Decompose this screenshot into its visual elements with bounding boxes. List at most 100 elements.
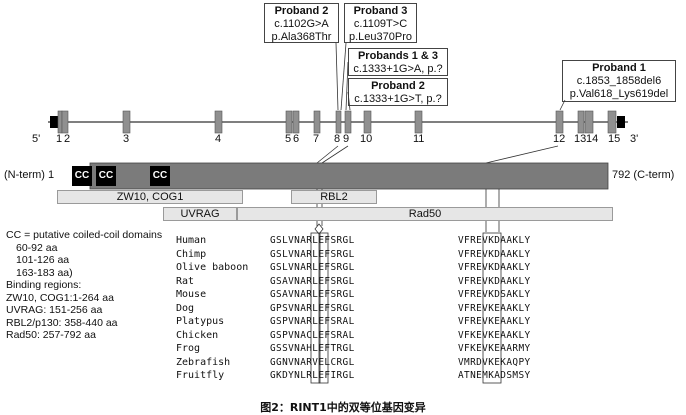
- exon-number-4: 4: [215, 133, 222, 145]
- proband-cdna: c.1333+1G>T, p.?: [354, 93, 442, 105]
- utr-3-block: [617, 116, 625, 128]
- exon-13: [577, 110, 585, 134]
- alignment-seq2: VFREVKDAAKLY: [458, 262, 531, 273]
- exon-2: [61, 110, 69, 134]
- legend-line: CC = putative coiled-coil domains: [6, 229, 163, 241]
- proband-box-p2-splice: Proband 2 c.1333+1G>T, p.?: [348, 78, 448, 106]
- exon-15: [607, 110, 617, 134]
- exon-5: [285, 110, 293, 134]
- proband-box-p2-ala368thr: Proband 2 c.1102G>A p.Ala368Thr: [264, 3, 339, 43]
- exon-11: [414, 110, 423, 134]
- proband-title: Proband 3: [353, 5, 408, 17]
- alignment-seq1: GSLVNARLEFSRGL: [270, 235, 355, 246]
- alignment-seq2: VFREVKDAAKLY: [458, 248, 531, 260]
- species-name: Olive baboon: [176, 262, 249, 273]
- exon-number-2: 2: [64, 133, 71, 145]
- region-uvrag: UVRAG: [163, 207, 237, 221]
- alignment-seq1: GKDYNLRLEFIRGL: [270, 370, 355, 381]
- exon-number-11: 11: [413, 133, 425, 145]
- exon-number-12: 12: [553, 133, 566, 145]
- leader-line: [345, 61, 349, 111]
- leader-line: [340, 42, 347, 111]
- species-name: Chimp: [176, 248, 207, 260]
- legend-line: UVRAG: 151-256 aa: [6, 304, 103, 316]
- alignment-seq1: GSLVNARLEFSRGL: [270, 248, 355, 260]
- species-name: Mouse: [176, 289, 207, 300]
- exon-1: [57, 110, 63, 134]
- exon-number-10: 10: [360, 133, 373, 145]
- alignment-seq2: VFREVKEAAKLY: [458, 316, 531, 327]
- alignment-seq2: VFREVKDAAKLY: [458, 235, 531, 246]
- proband-title: Proband 2: [371, 80, 425, 92]
- species-name: Platypus: [176, 316, 225, 327]
- species-name: Fruitfly: [176, 370, 225, 381]
- exon-4: [214, 110, 223, 134]
- figure-caption: 图2：RINT1中的双等位基因变异: [260, 401, 426, 414]
- leader-line: [335, 42, 339, 111]
- legend-line: Rad50: 257-792 aa: [6, 329, 96, 341]
- proband-title: Proband 2: [274, 5, 329, 17]
- alignment-seq1: GPSVNARLEFSRGL: [270, 302, 355, 314]
- mapping-line: [321, 145, 349, 164]
- region-rad50: Rad50: [237, 207, 613, 221]
- legend-line: 163-183 aa): [16, 266, 73, 279]
- proband-box-p1-p3-splice: Probands 1 & 3 c.1333+1G>A, p.?: [348, 48, 448, 76]
- coiled-coil-domain-1: CC: [72, 166, 92, 186]
- c-term-label: 792 (C-term): [612, 169, 675, 181]
- proband-title: Proband 1: [592, 62, 646, 74]
- proband-cdna: c.1853_1858del6: [576, 75, 662, 87]
- legend-line: Binding regions:: [6, 279, 82, 291]
- mapping-line: [485, 145, 559, 164]
- species-name: Frog: [176, 343, 201, 354]
- region-zw10-cog1: ZW10, COG1: [57, 190, 243, 204]
- alignment-seq2: VFREVKDAAKLY: [458, 275, 531, 287]
- leader-line: [347, 91, 351, 111]
- exon-number-9: 9: [343, 133, 350, 145]
- alignment-seq1: GSAVNARLEFSRGL: [270, 275, 355, 287]
- species-name: Human: [176, 235, 207, 246]
- alignment-seq2: VFKEVKEAAKLY: [458, 329, 531, 341]
- exon-7: [313, 110, 321, 134]
- alignment-seq2: ATNEMKADSMSY: [458, 370, 531, 381]
- legend-line: 60-92 aa: [16, 241, 58, 254]
- exon-number-6: 6: [293, 133, 300, 145]
- alignment-seq2: VFKEVKEAARMY: [458, 343, 531, 354]
- exon-12: [555, 110, 564, 134]
- exon-3: [122, 110, 131, 134]
- legend-line: 101-126 aa: [16, 254, 70, 266]
- exon-10: [363, 110, 372, 134]
- legend-line: ZW10, COG1:1-264 aa: [6, 291, 114, 304]
- proband-cdna: c.1102G>A: [274, 18, 329, 30]
- alignment-seq1: GSAVNARLEFSRGL: [270, 289, 355, 300]
- alignment-seq1: GSSVNAHLEFTRGL: [270, 343, 355, 354]
- alignment-seq1: GSLVNARLEFSRGL: [270, 262, 355, 273]
- species-name: Chicken: [176, 329, 219, 341]
- alignment-seq1: GSPVNARLEFSRAL: [270, 316, 355, 327]
- exon-8: [335, 110, 342, 134]
- proband-protein: p.Leu370Pro: [349, 31, 412, 43]
- proband-cdna: c.1109T>C: [353, 18, 408, 30]
- mapping-line: [316, 145, 339, 164]
- region-rbl2: RBL2: [291, 190, 377, 204]
- exon-number-8: 8: [334, 133, 341, 145]
- alignment-seq2: VMRDVKEKAQPY: [458, 356, 531, 368]
- exon-number-7: 7: [313, 133, 320, 145]
- alignment-seq2: VFREVKDSAKLY: [458, 289, 531, 300]
- alignment-highlight-box: [310, 232, 321, 384]
- domain-legend: CC = putative coiled-coil domains 60-92 …: [6, 229, 162, 342]
- exon-9: [344, 110, 352, 134]
- exon-14: [584, 110, 594, 134]
- species-name: Zebrafish: [176, 356, 231, 368]
- leader-line: [559, 99, 566, 111]
- exon-number-5: 5: [285, 133, 292, 145]
- coiled-coil-domain-2: CC: [96, 166, 116, 186]
- exon-number-14: 14: [586, 133, 599, 145]
- alignment-seq2: VFREVKEAAKLY: [458, 302, 531, 314]
- exon-number-13: 13: [574, 133, 587, 145]
- alignment-highlight-box: [318, 232, 329, 384]
- proband-protein: p.Val618_Lys619del: [569, 88, 669, 100]
- alignment-seq1: GGNVNARVELCRGL: [270, 356, 355, 368]
- legend-line: RBL2/p130: 358-440 aa: [6, 316, 118, 329]
- protein-bar: [89, 162, 609, 190]
